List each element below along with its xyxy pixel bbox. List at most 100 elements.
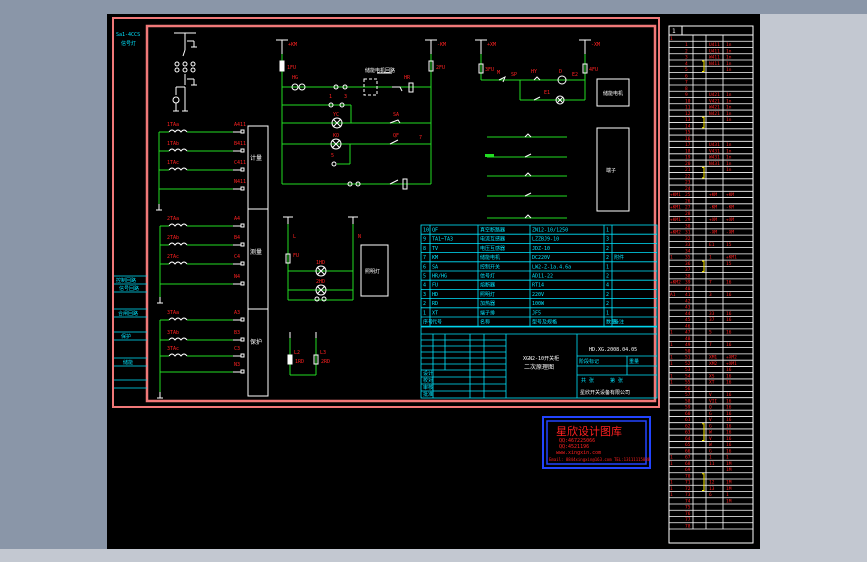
parts-table-cell: LW2-Z-1a.4.6a	[532, 264, 571, 270]
stamp-title: 星欣设计图库	[556, 424, 622, 438]
terminal-cell: U421	[709, 92, 720, 98]
parts-table-cell: 电流互感器	[480, 236, 505, 243]
component-label: KO	[333, 133, 339, 139]
parts-table-cell: 控制开关	[480, 263, 500, 270]
terminal-cell: W411	[709, 55, 720, 61]
terminal-cell: 7	[709, 342, 712, 348]
terminal-cell: N421	[709, 111, 720, 117]
terminal-row: 50	[685, 348, 691, 354]
box-label: 照明灯	[365, 268, 380, 275]
parts-table-cell: ZN12-10/1250	[532, 228, 568, 234]
terminal-cell: U411	[709, 42, 720, 48]
parts-table-cell: 2	[606, 292, 609, 298]
parts-table-cell: 2	[606, 255, 609, 261]
terminal-row: 37	[685, 267, 691, 273]
terminal-cell: 1n	[726, 167, 732, 173]
primary-circuit	[172, 32, 197, 112]
parts-table-cell: 9	[423, 237, 426, 243]
component-label: SP	[511, 72, 517, 78]
parts-table-cell: 真空断路器	[480, 227, 505, 234]
terminal-cell: 70	[685, 473, 691, 479]
terminal-cell: 16	[726, 280, 732, 286]
terminal-cell: +XM	[726, 217, 734, 223]
stamp-line: QQ:4521196	[559, 444, 589, 450]
parts-table-cell: 储能电机	[480, 254, 500, 261]
drawing-name: XGN2-10开关柜	[523, 355, 559, 362]
terminal-cell: 44	[685, 311, 691, 317]
terminal-cell: 71	[685, 480, 691, 486]
margin-label: 合闸回路	[118, 310, 138, 317]
terminal-cell: 45	[685, 317, 691, 323]
terminal-cell: 8	[685, 86, 688, 92]
parts-table-cell: 电压互感器	[480, 245, 505, 252]
sheet-label: 共 张	[581, 377, 594, 384]
terminal-table-title: 1	[672, 28, 676, 35]
terminal-cell: 56	[685, 386, 691, 392]
weight-label: 重量	[629, 358, 639, 365]
terminal-cell: 16	[726, 392, 732, 398]
fuse-label: 3FU	[485, 67, 494, 73]
terminal-cell: +XM	[709, 217, 717, 223]
terminal-cell: 34	[685, 248, 691, 254]
terminal-row: 6	[685, 73, 688, 79]
lamp-label: 1HD	[316, 260, 325, 266]
terminal-cell: 1n	[726, 42, 732, 48]
parts-table-cell: TV	[432, 246, 438, 252]
company-name: 星欣开关设备有限公司	[580, 389, 630, 396]
terminal-cell: 72	[685, 486, 691, 492]
parts-table-header-cell: 名称	[480, 319, 490, 326]
component-label: YC	[333, 112, 339, 118]
parts-table-frame	[420, 224, 658, 327]
terminal-cell: 1n	[726, 105, 732, 111]
margin-label: 信号回路	[119, 285, 139, 292]
bus-label: -KM	[437, 42, 446, 48]
terminal-cell: 1	[670, 380, 673, 386]
terminal-row: 28	[685, 211, 691, 217]
parts-table-cell: 3	[606, 237, 609, 243]
terminal-cell: 1	[670, 330, 673, 336]
bus-label: +XM	[487, 42, 496, 48]
drawing-canvas[interactable]: Sa1-4CCS 信号灯 控制回路 信号回路 合闸回路 保护 储能	[107, 14, 760, 549]
terminal-cell: 20	[685, 161, 691, 167]
terminal-cell: +KM2	[670, 230, 681, 236]
terminal-cell: U411	[709, 48, 720, 54]
viewer-background-right	[760, 14, 867, 562]
parts-table-cell: RT14	[532, 283, 544, 289]
parts-table-header: 序号代号名称型号及规格数量备注	[423, 319, 624, 326]
ct-label: 2TAc	[167, 254, 179, 260]
parts-table-header-cell: 代号	[432, 319, 442, 326]
terminal-cell: 23	[685, 180, 691, 186]
parts-table-cell: KM	[432, 255, 438, 261]
terminal-cell: 1	[670, 255, 673, 261]
terminal-cell: 9	[685, 92, 688, 98]
terminal-cell: 5	[685, 67, 688, 73]
terminal-cell: 16	[726, 430, 732, 436]
terminal-cell: 13	[709, 486, 715, 492]
terminal-row: 78	[685, 524, 691, 530]
terminal-row: 38	[685, 273, 691, 279]
lamp-circuit: L N FU 1HD 2HD 照明灯	[283, 216, 389, 302]
margin-label: 控制回路	[116, 277, 136, 284]
component-label: L2	[294, 350, 300, 356]
terminal-cell: 32	[685, 236, 691, 242]
terminal-cell: 62	[685, 423, 691, 429]
terminal-cell: 33	[709, 311, 715, 317]
sheet2-label: 第 张	[610, 377, 623, 384]
terminal-row: 26	[685, 198, 691, 204]
terminal-label: A4	[234, 216, 240, 222]
terminal-cell: 10	[685, 98, 691, 104]
